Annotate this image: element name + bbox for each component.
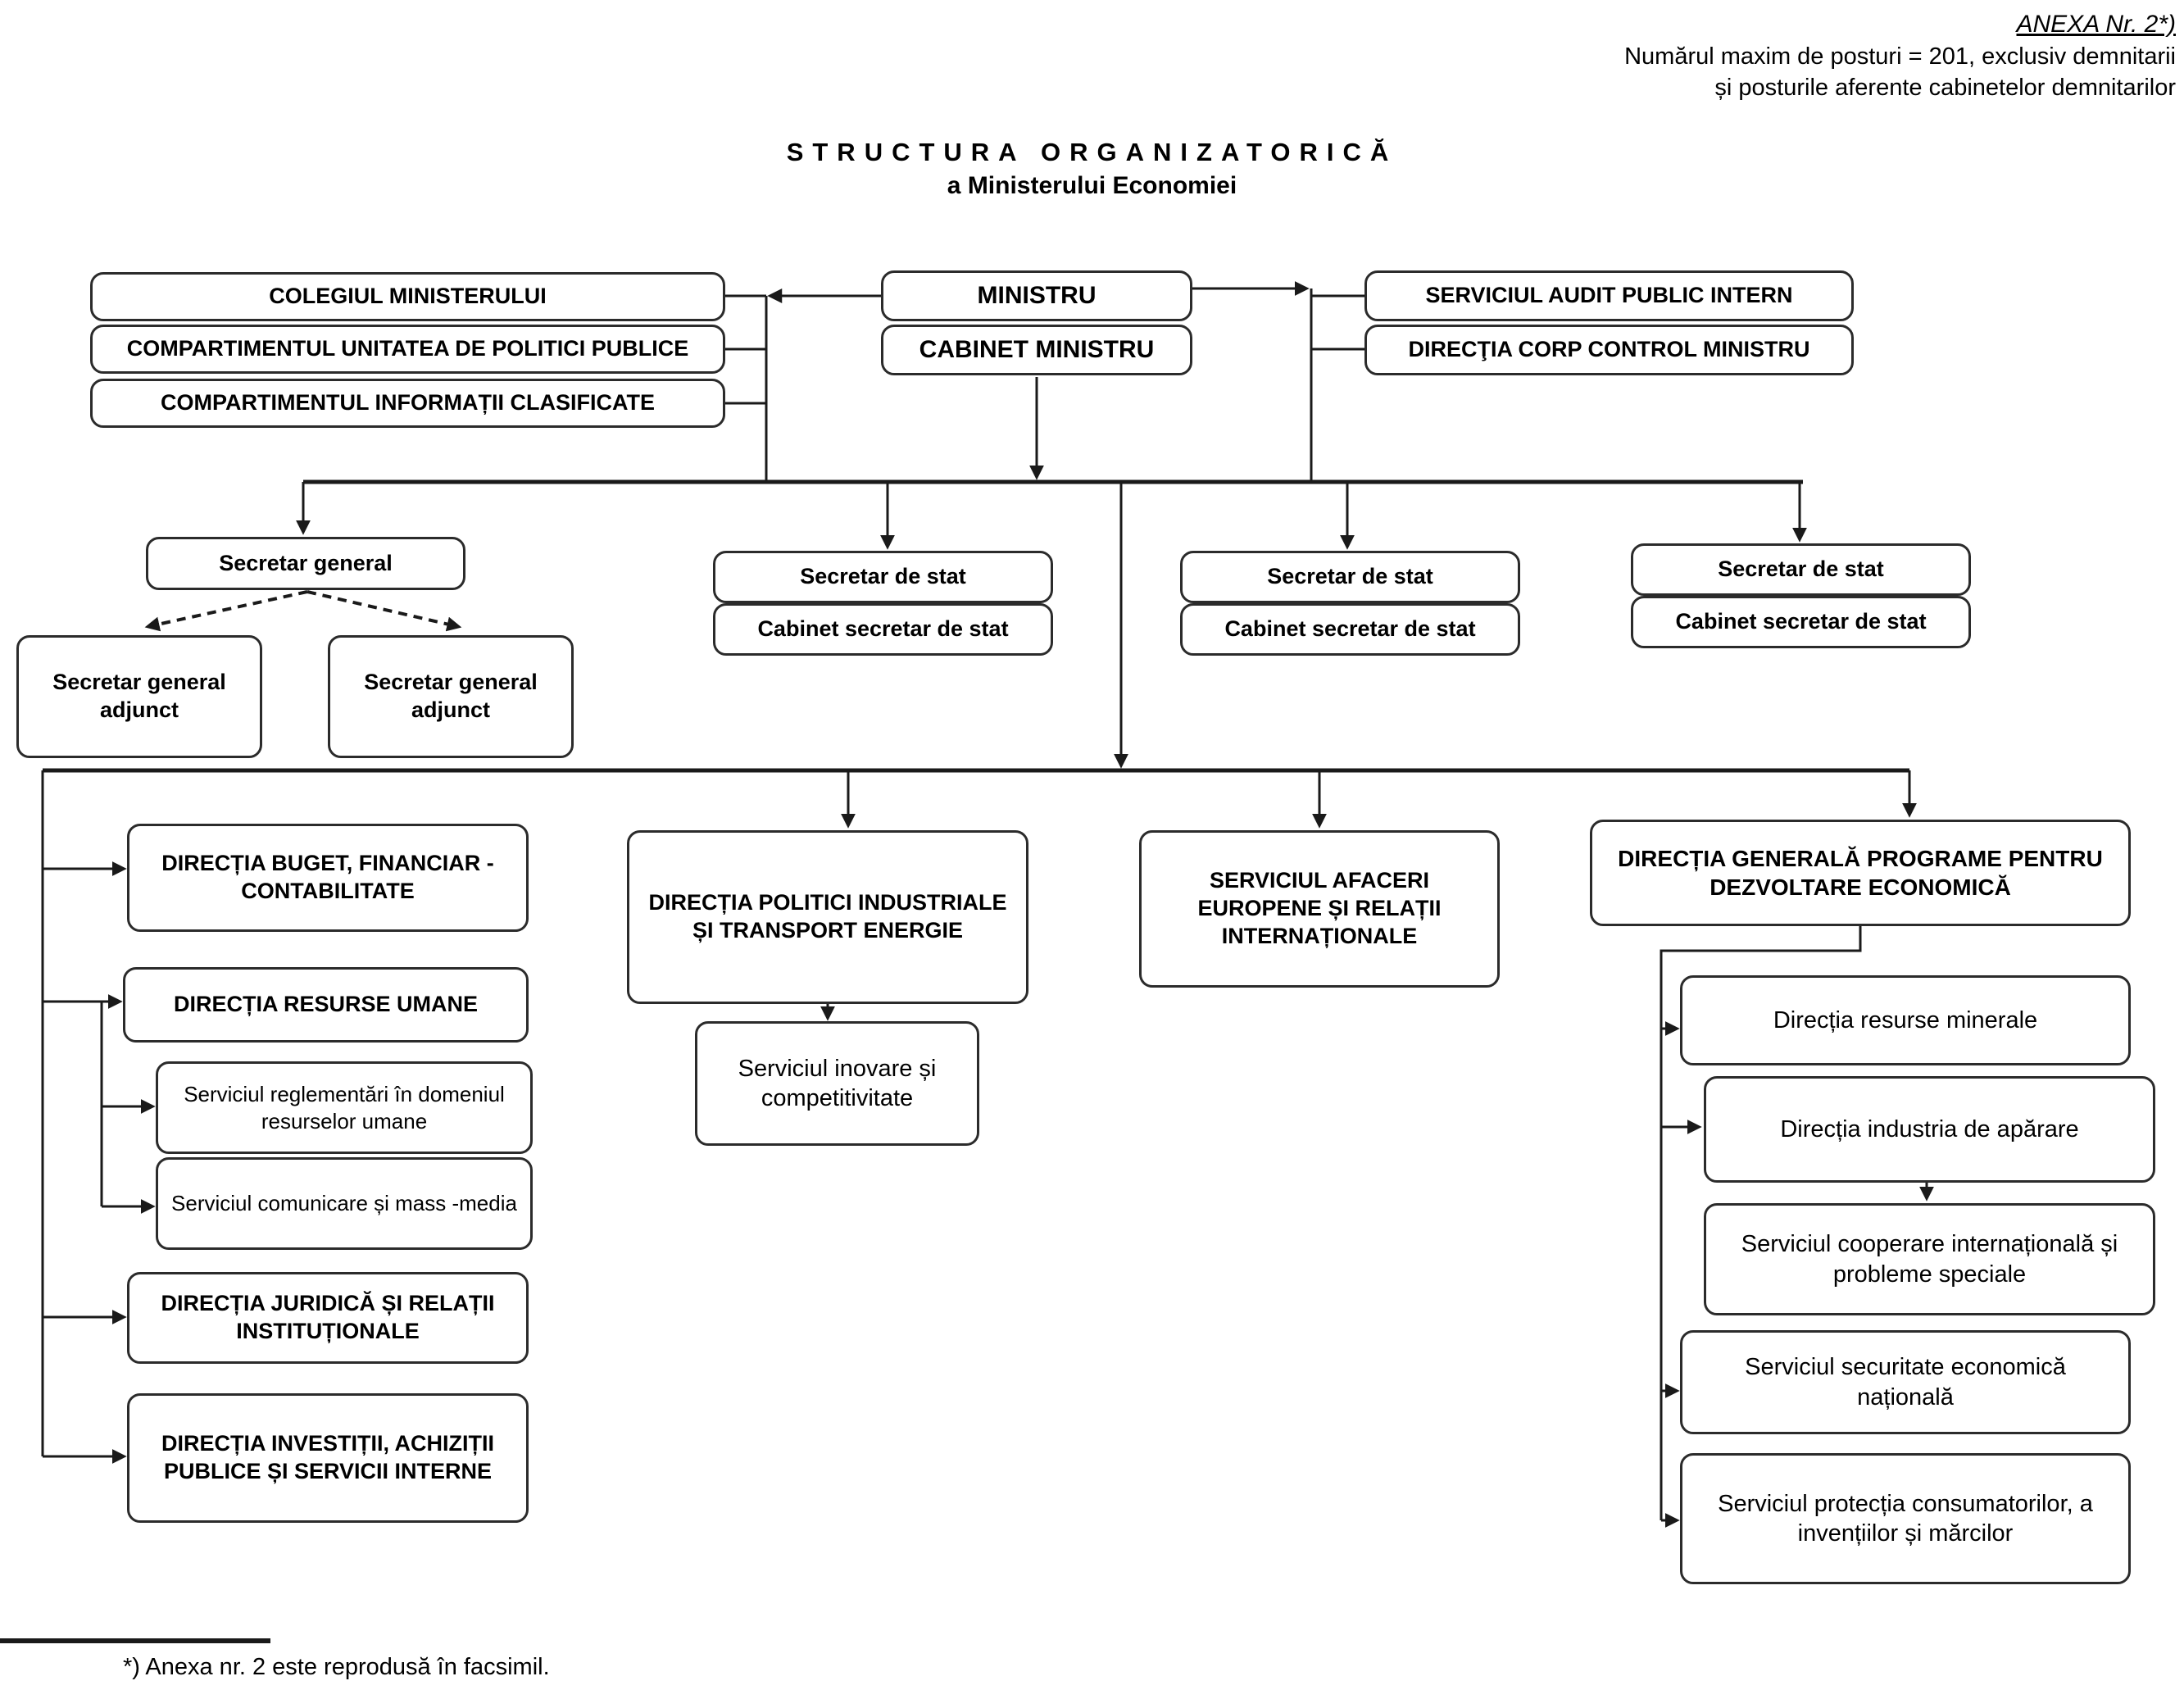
box-serviciul-audit-public-intern: SERVICIUL AUDIT PUBLIC INTERN [1364,270,1854,321]
box-secretar-de-stat-1: Secretar de stat [713,551,1053,603]
box-serviciul-securitate-economica-nationala: Serviciul securitate economică națională [1680,1330,2131,1434]
box-serviciul-afaceri-europene-relatii-internationale: SERVICIUL AFACERI EUROPENE ȘI RELAȚII IN… [1139,830,1500,988]
box-directia-politici-industriale-transport-energie: DIRECȚIA POLITICI INDUSTRIALE ȘI TRANSPO… [627,830,1028,1004]
box-secretar-general-adjunct-2: Secretar general adjunct [328,635,574,758]
box-directia-resurse-minerale: Direcția resurse minerale [1680,975,2131,1065]
box-compartimentul-informatii-clasificate: COMPARTIMENTUL INFORMAȚII CLASIFICATE [90,379,725,428]
box-secretar-general-adjunct-1: Secretar general adjunct [16,635,262,758]
box-directia-investitii-achizitii-publice: DIRECȚIA INVESTIȚII, ACHIZIȚII PUBLICE Ș… [127,1393,529,1523]
box-secretar-de-stat-2: Secretar de stat [1180,551,1520,603]
box-serviciul-cooperare-internationala: Serviciul cooperare internațională și pr… [1704,1203,2155,1315]
chart-title-line2: a Ministerului Economiei [947,172,1237,199]
box-cabinet-secretar-de-stat-3: Cabinet secretar de stat [1631,596,1971,648]
box-directia-corp-control-ministru: DIRECŢIA CORP CONTROL MINISTRU [1364,325,1854,375]
chart-title: STRUCTURA ORGANIZATORICĂ a Ministerului … [0,138,2184,200]
box-ministru: MINISTRU [881,270,1192,321]
box-serviciul-inovare-competitivitate: Serviciul inovare și competitivitate [695,1021,979,1146]
box-directia-resurse-umane: DIRECȚIA RESURSE UMANE [123,967,529,1043]
box-cabinet-secretar-de-stat-1: Cabinet secretar de stat [713,603,1053,656]
box-serviciul-comunicare-mass-media: Serviciul comunicare și mass -media [156,1157,533,1250]
box-directia-juridica-relatii-institutionale: DIRECȚIA JURIDICĂ ȘI RELAȚII INSTITUȚION… [127,1272,529,1364]
box-serviciul-protectia-consumatorilor: Serviciul protecția consumatorilor, a in… [1680,1453,2131,1584]
annex-note: ANEXA Nr. 2*) Numărul maxim de posturi =… [1356,8,2176,103]
box-directia-buget-financiar-contabilitate: DIRECȚIA BUGET, FINANCIAR - CONTABILITAT… [127,824,529,932]
box-secretar-de-stat-3: Secretar de stat [1631,543,1971,596]
annex-number: ANEXA Nr. 2*) [2016,11,2177,38]
box-serviciul-reglementari-resurse-umane: Serviciul reglementări în domeniul resur… [156,1061,533,1154]
annex-posts-line: Numărul maxim de posturi = 201, exclusiv… [1624,43,2176,70]
facsimile-footnote: *) Anexa nr. 2 este reprodusă în facsimi… [123,1654,550,1680]
box-colegiul-ministerului: COLEGIUL MINISTERULUI [90,272,725,321]
box-directia-industria-de-aparare: Direcția industria de apărare [1704,1076,2155,1183]
box-compartimentul-unitatea-politici-publice: COMPARTIMENTUL UNITATEA DE POLITICI PUBL… [90,325,725,374]
annex-posts-line2: și posturile aferente cabinetelor demnit… [1714,74,2176,101]
chart-title-line1: STRUCTURA ORGANIZATORICĂ [786,138,1398,166]
box-cabinet-ministru: CABINET MINISTRU [881,325,1192,375]
box-cabinet-secretar-de-stat-2: Cabinet secretar de stat [1180,603,1520,656]
box-directia-generala-programe-dezvoltare-economica: DIRECȚIA GENERALĂ PROGRAME PENTRU DEZVOL… [1590,820,2131,926]
box-secretar-general: Secretar general [146,537,465,590]
